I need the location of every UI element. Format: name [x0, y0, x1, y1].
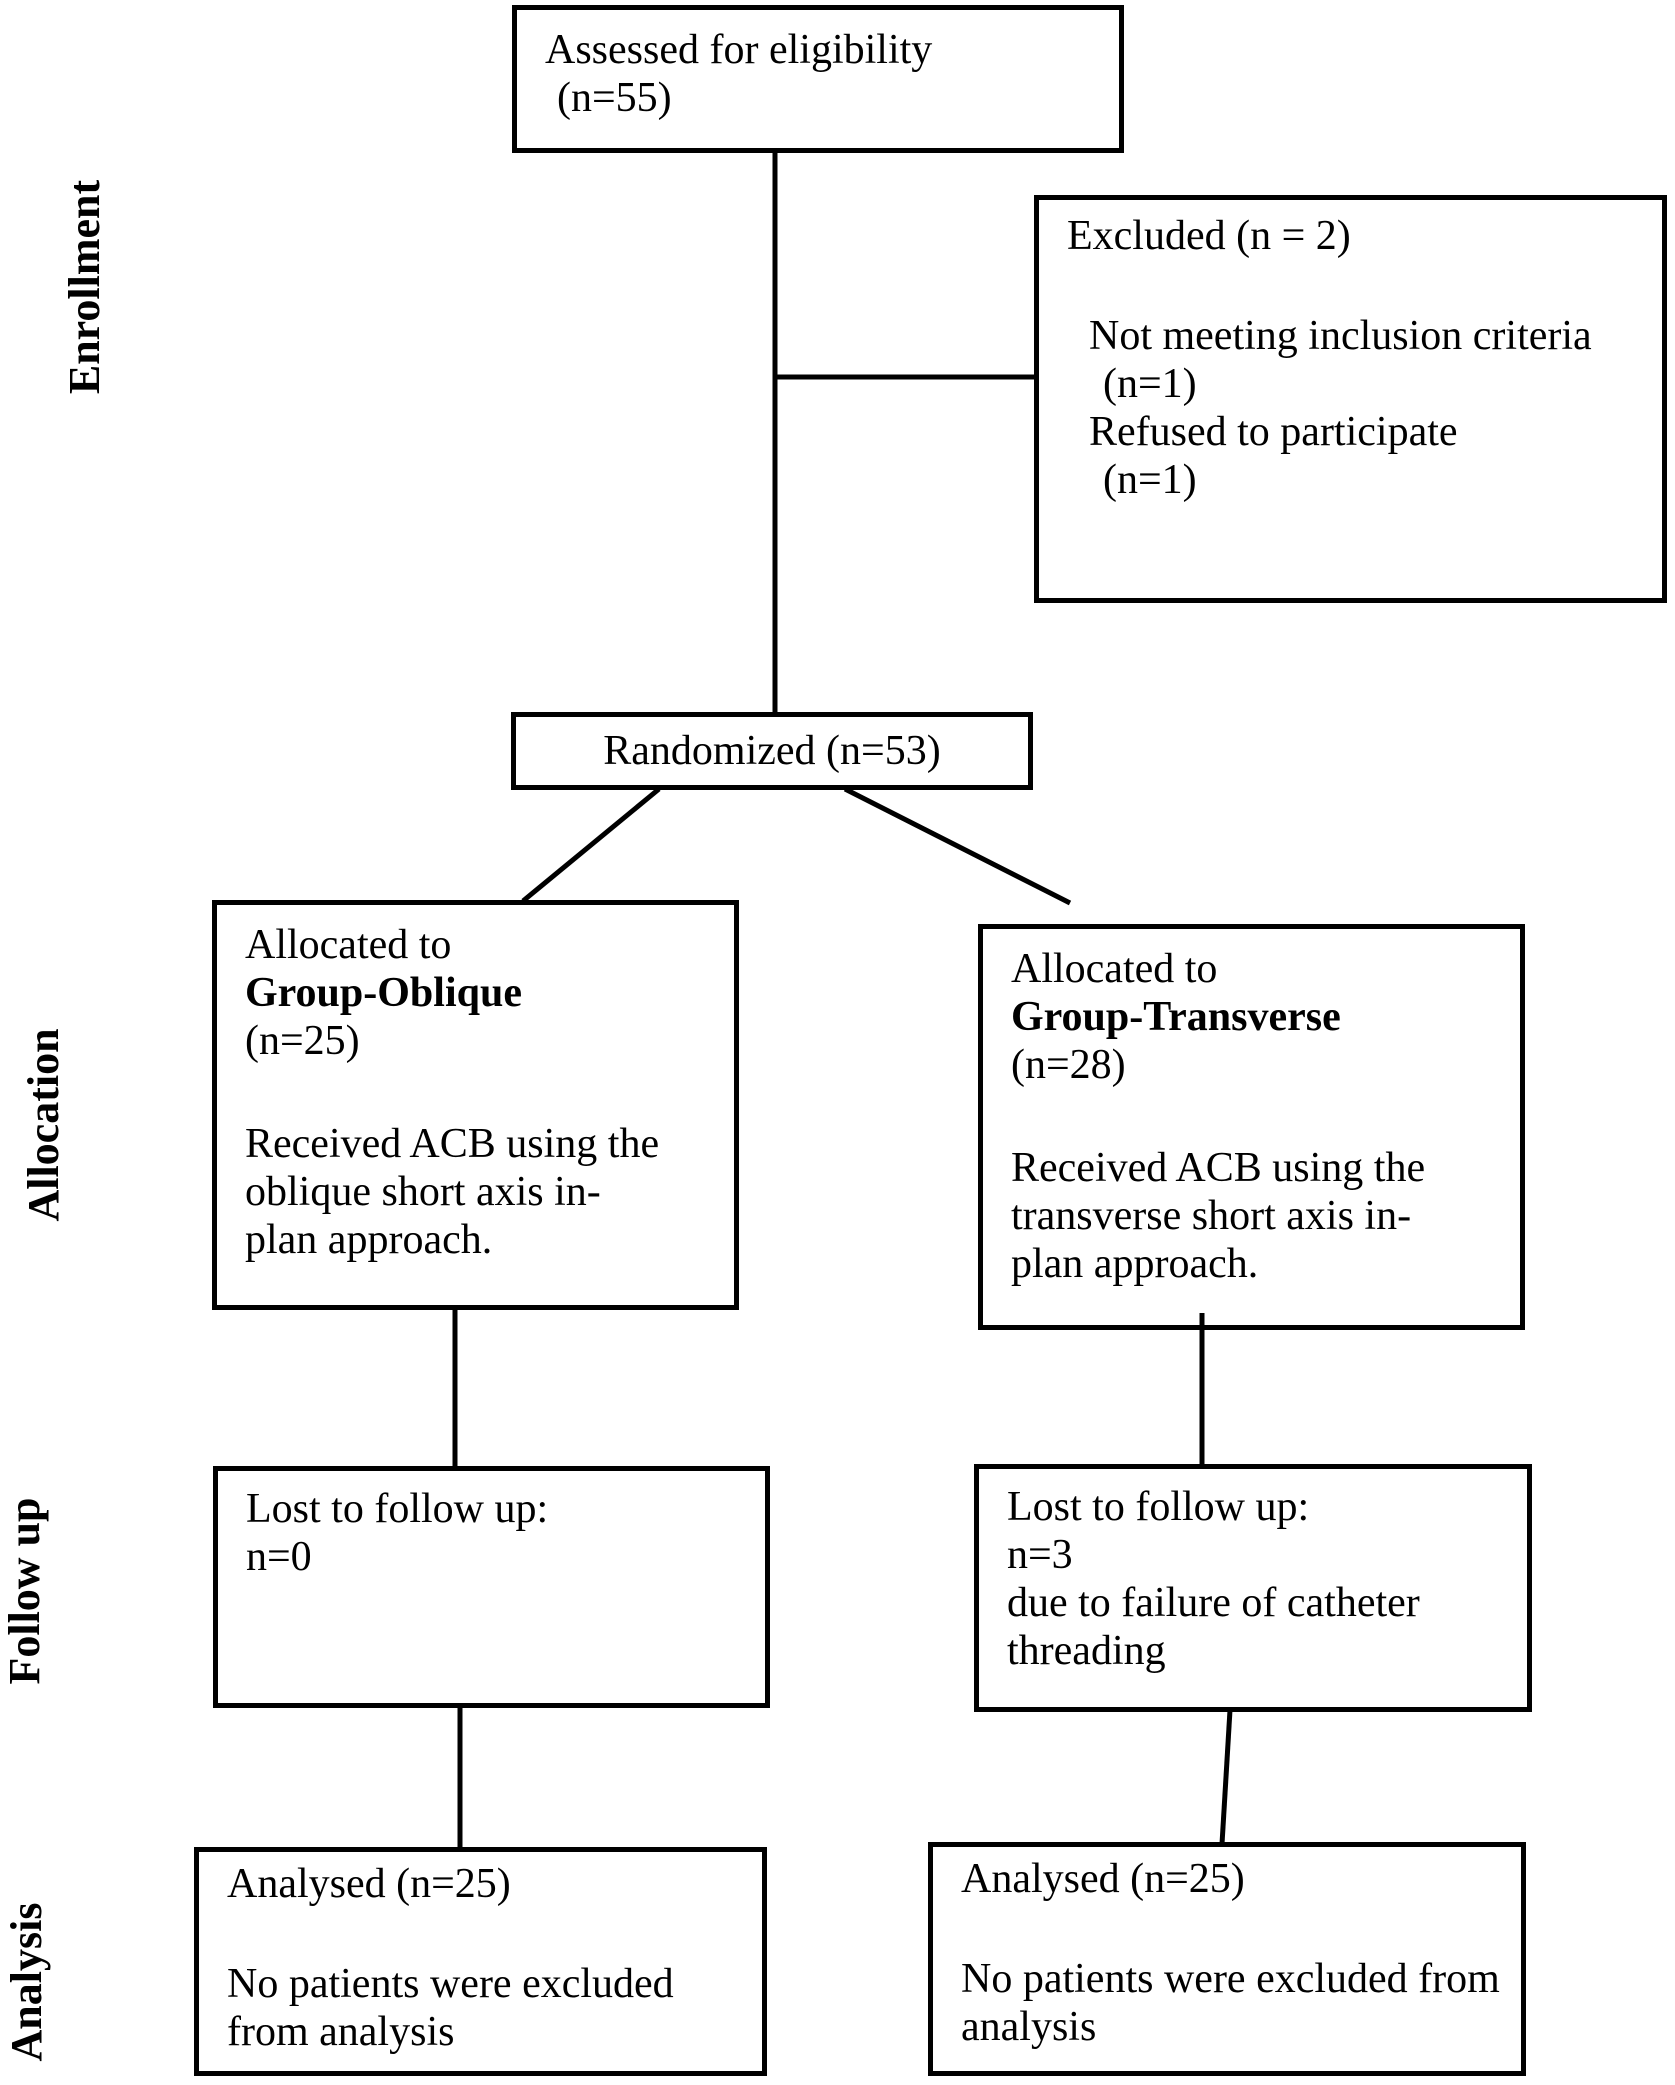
followup-oblique-line-1: Lost to follow up: [246, 1486, 549, 1532]
stage-label-allocation: Allocation [19, 1028, 68, 1222]
allocation-oblique-box: Allocated to Group-Oblique (n=25) Receiv… [212, 900, 739, 1310]
allocation-oblique-count: (n=25) [245, 1018, 360, 1064]
allocation-transverse-box: Allocated to Group-Transverse (n=28) Rec… [978, 924, 1525, 1330]
stage-label-follow-up: Follow up [0, 1497, 49, 1685]
followup-transverse-box: Lost to follow up: n=3 due to failure of… [974, 1464, 1532, 1712]
allocation-oblique-desc-1: Received ACB using the [245, 1121, 660, 1167]
analysis-transverse-note-1: No patients were excluded from [961, 1956, 1500, 2002]
followup-transverse-reason-2: threading [1007, 1628, 1166, 1674]
excluded-reason-2-count: (n=1) [1103, 457, 1197, 503]
stage-label-enrollment: Enrollment [60, 179, 109, 395]
followup-oblique-box: Lost to follow up: n=0 [213, 1466, 770, 1708]
allocation-oblique-desc-3: plan approach. [245, 1217, 493, 1263]
stage-label-analysis: Analysis [2, 1902, 51, 2062]
excluded-reason-1: Not meeting inclusion criteria [1089, 313, 1592, 359]
followup-transverse-line-1: Lost to follow up: [1007, 1484, 1310, 1530]
excluded-box: Excluded (n = 2) Not meeting inclusion c… [1034, 195, 1667, 603]
analysis-oblique-box: Analysed (n=25) No patients were exclude… [194, 1847, 767, 2076]
excluded-reason-2: Refused to participate [1089, 409, 1458, 455]
transverse-followup-to-analysis-line [1219, 1709, 1233, 1845]
allocation-transverse-group: Group-Transverse [1011, 994, 1341, 1040]
followup-transverse-count: n=3 [1007, 1532, 1073, 1578]
allocation-oblique-group: Group-Oblique [245, 970, 522, 1016]
analysis-oblique-note-1: No patients were excluded [227, 1961, 674, 2007]
followup-transverse-reason-1: due to failure of catheter [1007, 1580, 1420, 1626]
randomized-left-diagonal-line [521, 787, 661, 903]
allocation-oblique-desc-2: oblique short axis in- [245, 1169, 601, 1215]
randomized-label: Randomized (n=53) [603, 728, 941, 774]
analysis-transverse-title: Analysed (n=25) [961, 1856, 1245, 1902]
excluded-reason-1-count: (n=1) [1103, 361, 1197, 407]
allocation-transverse-count: (n=28) [1011, 1042, 1126, 1088]
randomized-right-diagonal-line [843, 786, 1072, 906]
assessed-count: (n=55) [557, 75, 672, 121]
assessed-box: Assessed for eligibility (n=55) [512, 5, 1124, 153]
analysis-oblique-note-2: from analysis [227, 2009, 455, 2055]
analysis-transverse-box: Analysed (n=25) No patients were exclude… [928, 1842, 1526, 2076]
analysis-transverse-note-2: analysis [961, 2004, 1097, 2050]
followup-oblique-count: n=0 [246, 1534, 312, 1580]
allocation-oblique-intro: Allocated to [245, 922, 452, 968]
excluded-title: Excluded (n = 2) [1067, 213, 1351, 259]
allocation-transverse-desc-1: Received ACB using the [1011, 1145, 1426, 1191]
randomized-box: Randomized (n=53) [511, 712, 1033, 790]
assessed-line: Assessed for eligibility [545, 27, 933, 73]
analysis-oblique-title: Analysed (n=25) [227, 1861, 511, 1907]
allocation-transverse-desc-2: transverse short axis in- [1011, 1193, 1412, 1239]
allocation-transverse-desc-3: plan approach. [1011, 1241, 1259, 1287]
allocation-transverse-intro: Allocated to [1011, 946, 1218, 992]
